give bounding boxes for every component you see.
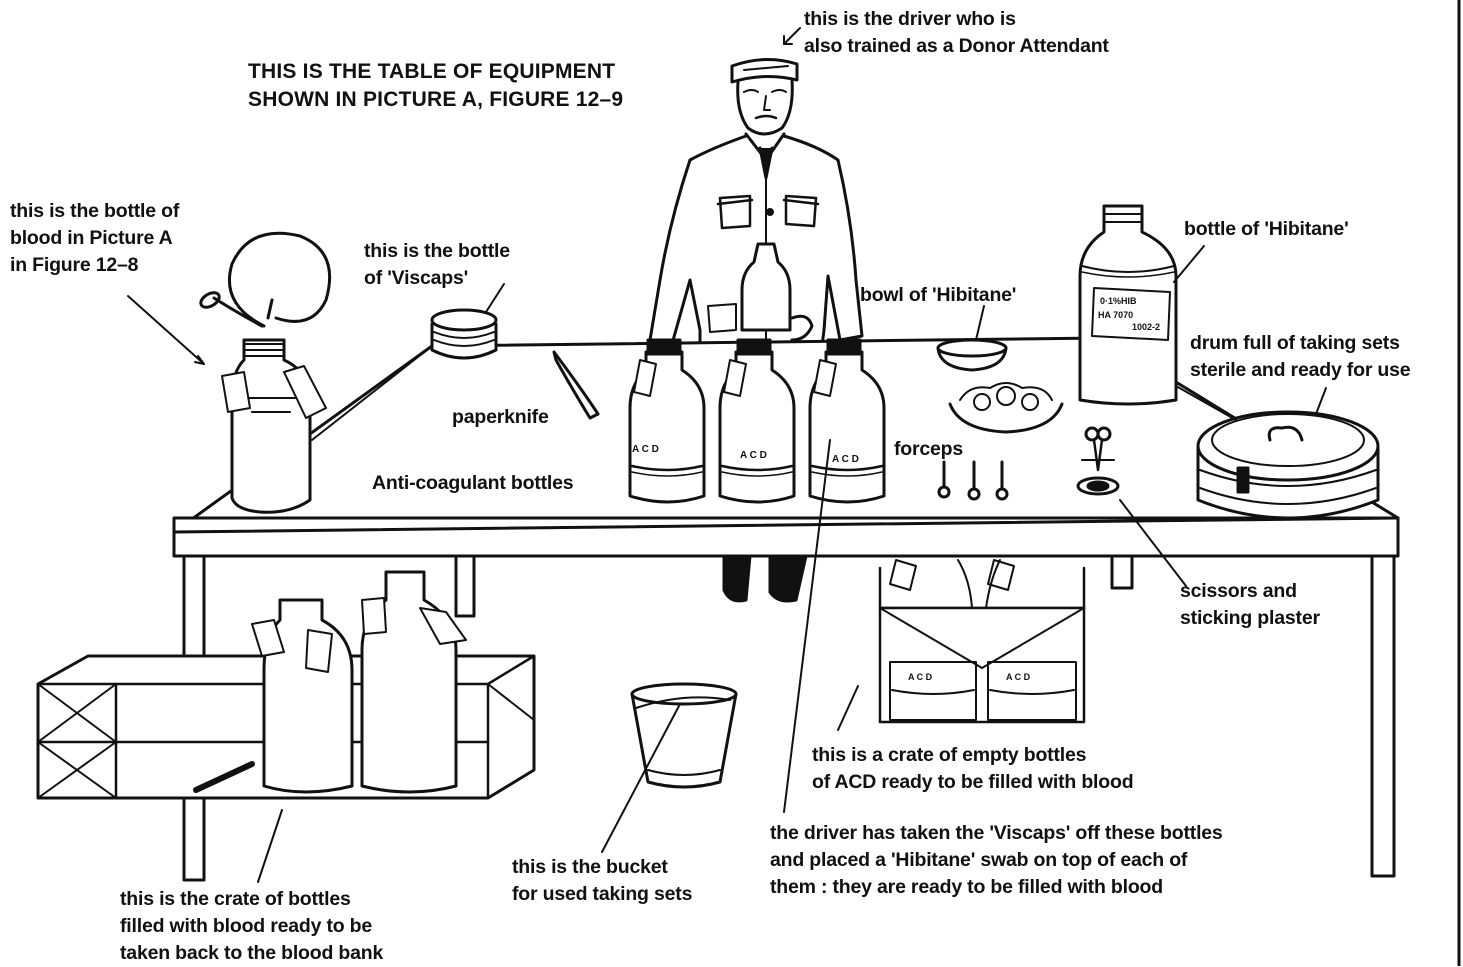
crate-empty	[880, 560, 1084, 722]
acd-mark-3: A C D	[832, 454, 859, 465]
anticoagulant-bottles	[630, 340, 884, 502]
acd-mark-5: A C D	[1006, 672, 1031, 682]
label-bucket-line-2: for used taking sets	[512, 881, 692, 908]
figure-title-line-1: THIS IS THE TABLE OF EQUIPMENT	[248, 58, 623, 86]
label-crate-empty-line-2: of ACD ready to be filled with blood	[812, 769, 1133, 796]
figure-title-line-2: SHOWN IN PICTURE A, FIGURE 12–9	[248, 86, 623, 114]
label-drum: drum full of taking sets sterile and rea…	[1190, 330, 1410, 384]
label-hibitane-bottle: bottle of 'Hibitane'	[1184, 216, 1349, 243]
label-blood-bottle-line-2: blood in Picture A	[10, 225, 179, 252]
leader-hibitane-bottle	[1174, 246, 1204, 282]
label-drum-line-1: drum full of taking sets	[1190, 330, 1410, 357]
rear-bottle	[742, 244, 790, 330]
label-scissors-line-1: scissors and	[1180, 578, 1320, 605]
label-viscaps-line-1: this is the bottle	[364, 238, 510, 265]
label-crate-filled-line-1: this is the crate of bottles	[120, 886, 383, 913]
label-driver-line-2: also trained as a Donor Attendant	[804, 33, 1109, 60]
label-blood-bottle: this is the bottle of blood in Picture A…	[10, 198, 179, 279]
arrow-driver	[784, 28, 800, 44]
acd-mark-2: A C D	[740, 450, 767, 461]
label-anticoagulant: Anti-coagulant bottles	[372, 470, 573, 497]
label-forceps: forceps	[894, 436, 963, 463]
label-driver-line-1: this is the driver who is	[804, 6, 1109, 33]
arrow-blood-bottle	[128, 296, 204, 364]
label-viscaps-line-2: of 'Viscaps'	[364, 265, 510, 292]
label-blood-bottle-line-3: in Figure 12–8	[10, 252, 179, 279]
hibitane-label-line-1: 0·1%HIB	[1100, 296, 1137, 306]
bucket	[632, 684, 736, 787]
acd-mark-1: A C D	[632, 444, 659, 455]
leader-hibitane-bowl	[976, 306, 984, 340]
label-crate-empty: this is a crate of empty bottles of ACD …	[812, 742, 1133, 796]
label-crate-filled: this is the crate of bottles filled with…	[120, 886, 383, 967]
label-scissors-line-2: sticking plaster	[1180, 605, 1320, 632]
label-driver-viscaps: the driver has taken the 'Viscaps' off t…	[770, 820, 1223, 901]
acd-mark-4: A C D	[908, 672, 933, 682]
label-blood-bottle-line-1: this is the bottle of	[10, 198, 179, 225]
leader-crate-empty	[838, 686, 858, 730]
label-scissors: scissors and sticking plaster	[1180, 578, 1320, 632]
label-driver-viscaps-line-1: the driver has taken the 'Viscaps' off t…	[770, 820, 1223, 847]
hibitane-label-line-3: 1002-2	[1132, 322, 1160, 332]
label-bucket-line-1: this is the bucket	[512, 854, 692, 881]
label-hibitane-bowl: bowl of 'Hibitane'	[860, 282, 1016, 309]
figure-title: THIS IS THE TABLE OF EQUIPMENT SHOWN IN …	[248, 58, 623, 114]
blood-bottle	[198, 233, 329, 512]
label-driver: this is the driver who is also trained a…	[804, 6, 1109, 60]
leader-crate-filled	[258, 810, 282, 882]
label-crate-empty-line-1: this is a crate of empty bottles	[812, 742, 1133, 769]
hibitane-label-line-2: HA 7070	[1098, 310, 1133, 320]
label-crate-filled-line-3: taken back to the blood bank	[120, 940, 383, 967]
label-paperknife: paperknife	[452, 404, 549, 431]
viscaps-bottle	[432, 310, 496, 358]
leader-drum	[1316, 388, 1326, 414]
hibitane-bowl	[938, 340, 1006, 370]
label-driver-viscaps-line-2: and placed a 'Hibitane' swab on top of e…	[770, 847, 1223, 874]
label-crate-filled-line-2: filled with blood ready to be	[120, 913, 383, 940]
label-drum-line-2: sterile and ready for use	[1190, 357, 1410, 384]
label-bucket: this is the bucket for used taking sets	[512, 854, 692, 908]
label-viscaps: this is the bottle of 'Viscaps'	[364, 238, 510, 292]
drum	[1198, 412, 1378, 518]
label-driver-viscaps-line-3: them : they are ready to be filled with …	[770, 874, 1223, 901]
